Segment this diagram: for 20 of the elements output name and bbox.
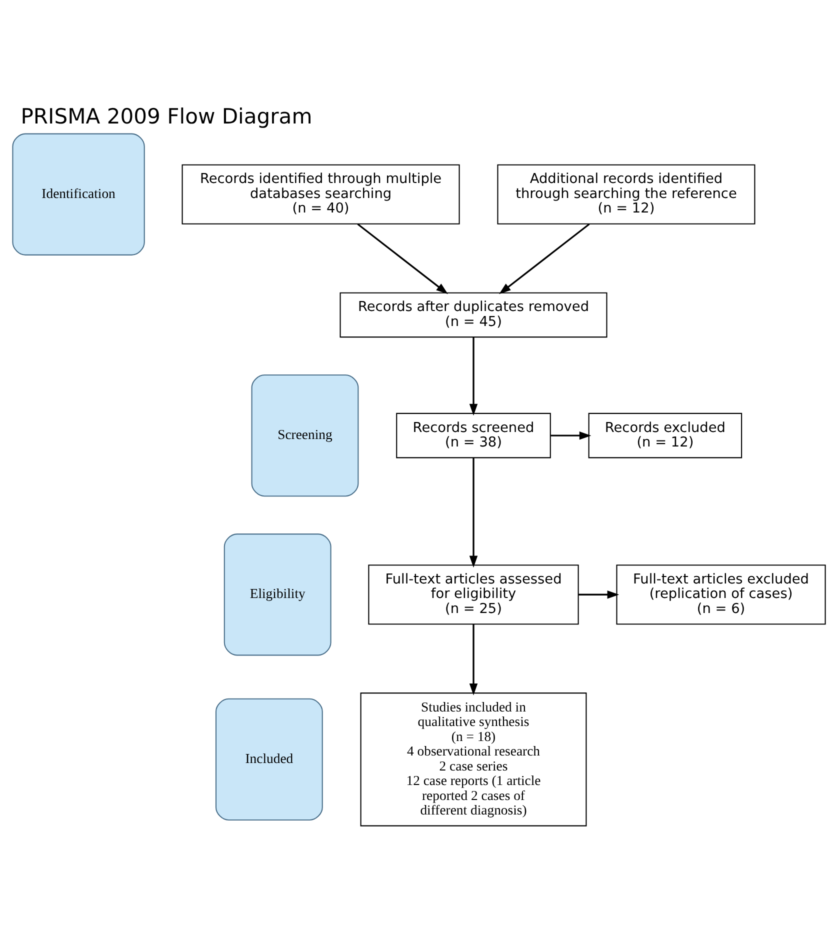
node-box: Screening — [251, 374, 359, 497]
diagram-title: PRISMA 2009 Flow Diagram — [20, 103, 312, 128]
node-box: Included — [215, 698, 323, 821]
node-box: Records excluded (n = 12) — [588, 412, 742, 458]
node-box: Records screened (n = 38) — [396, 412, 551, 458]
node-box: Identification — [12, 133, 145, 256]
arrow — [578, 590, 620, 599]
node-box: Records after duplicates removed (n = 45) — [340, 292, 608, 338]
node-box: Full-text articles excluded (replication of cases) (n = 6) — [616, 564, 826, 625]
arrow — [469, 624, 478, 696]
arrow — [357, 223, 448, 294]
arrow — [550, 431, 592, 440]
node-box: Studies included in qualitative synthesis (n = 18) 4 observational research 2 case series 12 case reports (1 article reported 2 cases of different diagnosis) — [360, 692, 587, 826]
arrow — [499, 223, 590, 294]
node-box: Eligibility — [224, 534, 332, 656]
node-box: Additional records identified through searching the reference (n = 12) — [497, 164, 756, 224]
arrow — [469, 337, 478, 416]
node-box: Records identified through multiple databases searching (n = 40) — [182, 164, 460, 224]
arrow — [469, 458, 478, 568]
node-box: Full-text articles assessed for eligibility (n = 25) — [368, 564, 579, 625]
